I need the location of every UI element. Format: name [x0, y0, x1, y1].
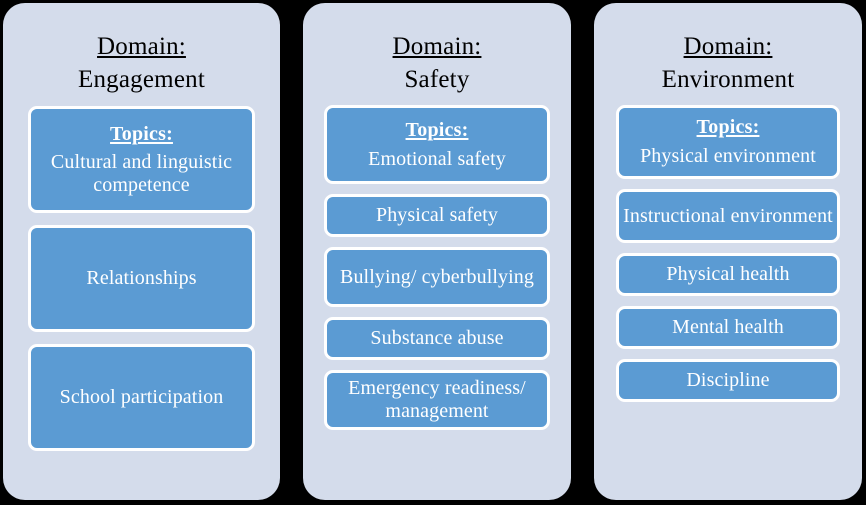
topic-list-engagement: Topics: Cultural and linguistic competen…: [3, 96, 280, 494]
topic-box[interactable]: Bullying/ cyberbullying: [324, 247, 550, 307]
topic-box[interactable]: Relationships: [28, 225, 255, 332]
topic-box[interactable]: Emergency readiness/ management: [324, 370, 550, 430]
topic-list-environment: Topics: Physical environment Instruction…: [594, 96, 862, 494]
topic-label: Mental health: [672, 316, 784, 339]
topic-box[interactable]: Mental health: [616, 306, 840, 349]
topic-box[interactable]: Physical safety: [324, 194, 550, 237]
topic-label: Physical safety: [375, 204, 499, 227]
topics-heading-label: Topics:: [696, 116, 760, 139]
topic-label: Relationships: [86, 267, 197, 290]
topic-box[interactable]: Substance abuse: [324, 317, 550, 360]
domain-panel-safety: Domain: Safety Topics: Emotional safety …: [303, 3, 571, 500]
topic-label: Cultural and linguistic competence: [50, 151, 233, 196]
topic-label: Emergency readiness/ management: [348, 377, 526, 422]
topic-box[interactable]: Topics: Cultural and linguistic competen…: [28, 106, 255, 213]
topic-box[interactable]: School participation: [28, 344, 255, 451]
domain-header-engagement: Domain: Engagement: [78, 3, 205, 96]
topic-box[interactable]: Discipline: [616, 359, 840, 402]
topic-box[interactable]: Topics: Emotional safety: [324, 105, 550, 184]
domain-name-label: Environment: [661, 66, 795, 93]
domain-name-label: Engagement: [78, 66, 205, 93]
domain-panel-engagement: Domain: Engagement Topics: Cultural and …: [3, 3, 280, 500]
domain-prefix-label: Domain:: [97, 33, 186, 60]
topic-label: Emotional safety: [368, 147, 506, 170]
topic-label: School participation: [59, 386, 224, 409]
topic-label: Instructional environment: [623, 204, 833, 227]
topic-list-safety: Topics: Emotional safety Physical safety…: [303, 96, 571, 494]
topic-box[interactable]: Physical health: [616, 253, 840, 296]
domain-prefix-label: Domain:: [683, 33, 773, 60]
topic-label: Discipline: [686, 369, 770, 392]
domain-panel-environment: Domain: Environment Topics: Physical env…: [594, 3, 862, 500]
domain-name-label: Safety: [404, 66, 470, 93]
topic-label: Bullying/ cyberbullying: [340, 265, 534, 288]
topic-label: Substance abuse: [370, 327, 504, 350]
topic-label: Physical environment: [640, 145, 816, 167]
topic-label: Physical health: [666, 263, 790, 286]
topics-heading-label: Topics:: [405, 118, 469, 141]
domain-prefix-label: Domain:: [392, 33, 482, 60]
domain-header-environment: Domain: Environment: [662, 3, 795, 96]
topics-heading-label: Topics:: [110, 122, 173, 145]
topic-box[interactable]: Instructional environment: [616, 189, 840, 243]
domain-header-safety: Domain: Safety: [393, 3, 482, 96]
topic-box[interactable]: Topics: Physical environment: [616, 105, 840, 179]
